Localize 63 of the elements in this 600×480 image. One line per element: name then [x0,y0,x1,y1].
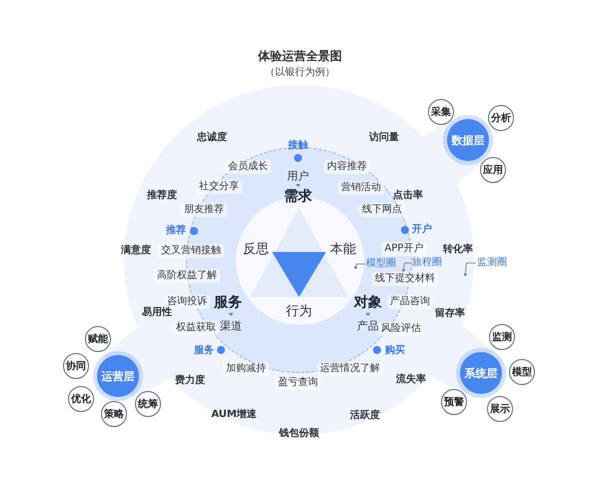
function-circle: 优化 [68,386,94,412]
touchpoint-tag: 线下网点 [359,203,405,217]
metric-label: 忠诚度 [197,132,227,144]
metric-label: AUM增速 [211,409,257,421]
function-circle: 策略 [101,401,127,427]
model-label: 本能 [330,242,356,258]
touchpoint-tag: 营销活动 [338,181,384,195]
stage-label: 购买 [385,345,405,357]
touchpoint-tag: 风险评估 [378,322,424,336]
leader-line [354,264,366,269]
ring-label: 旅程圈 [412,257,442,269]
function-circle: 赋能 [85,326,111,352]
core-label: 服务 [214,294,242,312]
metric-label: 流失率 [396,374,426,386]
function-circle: 模型 [509,359,535,385]
touchpoint-tag: APP开户 [382,242,426,256]
stage-label: 服务 [194,345,214,357]
stage-label: 推荐 [166,225,186,237]
stage-label: 接触 [288,140,308,152]
metric-label: 满意度 [121,245,151,257]
metric-label: 推荐度 [147,190,177,202]
touchpoint-tag: 内容推荐 [324,160,370,174]
core-label: 对象 [354,294,382,312]
metric-label: 访问量 [369,132,399,144]
layer-bubble: 系统层 [460,352,502,394]
ring-label: 模型圈 [366,258,396,270]
function-circle: 应用 [480,157,506,183]
model-label: 反思 [243,242,269,258]
touchpoint-tag: 盈亏查询 [275,376,321,390]
ring-label: 监测圈 [477,257,507,269]
touchpoint-tag: 朋友推荐 [181,203,227,217]
metric-label: 点击率 [393,190,423,202]
subtitle: （以银行为例） [265,67,335,79]
layer-bubble: 数据层 [447,119,489,161]
dimension-label: 产品 [357,319,379,333]
touchpoint-tag: 线下提交材料 [372,272,438,286]
function-circle: 协同 [63,353,89,379]
leader-line [464,262,476,276]
metric-label: 钱包份额 [279,428,319,440]
dimension-label: 用户 [287,169,309,183]
model-label: 行为 [286,304,312,320]
layer-bubble: 运营层 [97,355,139,397]
touchpoint-tag: 产品咨询 [387,295,433,309]
touchpoint-tag: 权益获取 [173,321,219,335]
metric-label: 转化率 [443,244,473,256]
leader-line [402,262,412,272]
function-circle: 监测 [489,324,515,350]
metric-label: 易用性 [142,307,172,319]
core-label: 需求 [284,188,312,206]
touchpoint-tag: 加购减持 [223,362,269,376]
touchpoint-tag: 运营情况了解 [317,362,383,376]
metric-label: 留存率 [435,308,465,320]
touchpoint-tag: 交叉营销接触 [158,244,224,258]
touchpoint-tag: 会员成长 [225,160,271,174]
function-circle: 分析 [488,105,514,131]
dimension-label: 渠道 [220,319,242,333]
stage-label: 开户 [412,224,432,236]
function-circle: 展示 [487,396,513,422]
metric-label: 费力度 [175,375,205,387]
metric-label: 活跃度 [350,410,380,422]
touchpoint-tag: 高阶权益了解 [154,269,220,283]
touchpoint-tag: 社交分享 [196,180,242,194]
diagram-title: 体验运营全景图 [258,48,342,64]
